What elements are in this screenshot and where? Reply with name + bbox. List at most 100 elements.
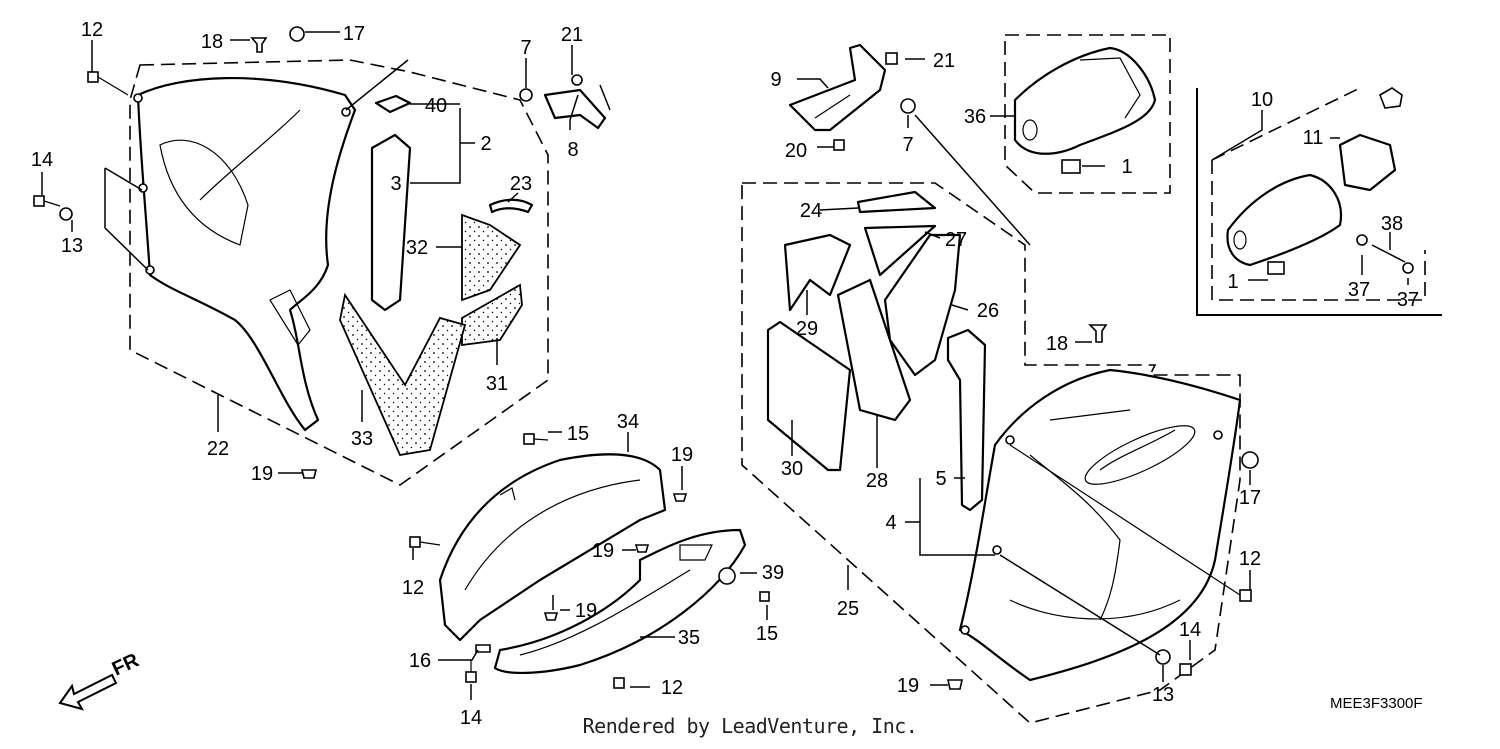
callout-12-center: 12 (402, 577, 424, 599)
part-7-grommet-left[interactable] (519, 88, 533, 102)
callout-19-bottom-right: 19 (897, 675, 919, 697)
callout-33: 33 (351, 428, 373, 450)
callout-5: 5 (935, 468, 946, 490)
part-36-outline (1004, 34, 1171, 194)
part-15-bolt-lower[interactable] (759, 591, 770, 602)
part-12-bolt-center[interactable] (409, 536, 441, 548)
part-10-outline (1211, 87, 1426, 301)
part-28-insulator[interactable] (836, 278, 912, 422)
part-14-bolt-left[interactable] (33, 195, 61, 207)
part-8-bracket[interactable] (543, 88, 607, 130)
callout-14-bottom: 14 (460, 707, 482, 729)
part-23-seal[interactable] (488, 198, 534, 214)
part-37-washer-right[interactable] (1402, 262, 1414, 274)
part-13-collar-right[interactable] (1155, 649, 1171, 665)
part-14-bolt-right[interactable] (1179, 663, 1192, 676)
callout-12: 12 (81, 19, 103, 41)
callout-22: 22 (207, 438, 229, 460)
callout-13-right: 13 (1152, 684, 1174, 706)
callout-24: 24 (800, 200, 822, 222)
callout-19-lower: 19 (575, 600, 597, 622)
part-40-pad[interactable] (374, 94, 412, 114)
part-32-insulator[interactable] (461, 213, 522, 302)
callout-9: 9 (770, 69, 781, 91)
right-middle-cowl[interactable] (958, 368, 1242, 682)
part-27-insulator[interactable] (863, 224, 937, 277)
callout-10: 10 (1251, 89, 1273, 111)
callout-15-lower: 15 (756, 623, 778, 645)
part-24-insulator[interactable] (856, 190, 937, 214)
front-direction-arrow: FR (58, 649, 143, 711)
part-37-washer-left[interactable] (1356, 234, 1368, 246)
callout-17: 17 (343, 23, 365, 45)
callout-14-right: 14 (1179, 619, 1201, 641)
part-19-clip-center[interactable] (634, 544, 650, 553)
part-21-bolt-right[interactable] (885, 52, 898, 65)
part-31-insulator[interactable] (461, 283, 523, 347)
callout-8: 8 (567, 139, 578, 161)
part-17-grommet-left[interactable] (289, 26, 305, 42)
part-10-pocket-assembly[interactable] (1226, 133, 1397, 267)
part-26-insulator[interactable] (883, 233, 962, 377)
callout-19-center: 19 (592, 540, 614, 562)
credit-text: Rendered by LeadVenture, Inc. (582, 714, 918, 738)
callout-34: 34 (617, 411, 639, 433)
callout-31: 31 (486, 373, 508, 395)
part-21-bolt-left[interactable] (571, 74, 583, 86)
assembly-outline-left (129, 59, 549, 486)
part-1-pad-lower[interactable] (1267, 261, 1285, 275)
callout-19-right: 19 (671, 444, 693, 466)
callout-37-left: 37 (1348, 279, 1370, 301)
part-15-bolt-upper[interactable] (523, 433, 549, 445)
part-7-grommet-right[interactable] (900, 98, 916, 114)
part-20-bolt[interactable] (833, 139, 845, 151)
assembly-outline-right (741, 182, 1241, 724)
callout-21-right: 21 (933, 50, 955, 72)
fr-label: FR (109, 649, 143, 680)
callout-26: 26 (977, 300, 999, 322)
part-19-clip-right-upper[interactable] (672, 493, 688, 502)
part-19-clip-left[interactable] (300, 469, 318, 479)
callout-21: 21 (561, 24, 583, 46)
part-9-bracket[interactable] (788, 43, 887, 132)
part-19-clip-bottom-right[interactable] (947, 679, 963, 690)
part-1-pad-upper[interactable] (1061, 159, 1081, 174)
part-19-clip-lower[interactable] (543, 612, 559, 621)
part-12-bolt-left[interactable] (87, 71, 129, 96)
part-34-under-cowl[interactable] (438, 453, 667, 642)
part-12-bolt-bottom[interactable] (613, 677, 625, 689)
callout-12-right: 12 (1239, 548, 1261, 570)
callout-27: 27 (945, 229, 967, 251)
callout-39: 39 (762, 562, 784, 584)
part-36-pocket[interactable] (1013, 46, 1157, 155)
part-18-clip-left[interactable] (250, 37, 268, 53)
callout-11: 11 (1303, 127, 1324, 149)
part-17-grommet-right[interactable] (1241, 451, 1259, 469)
left-middle-cowl[interactable] (133, 76, 357, 432)
part-12-bolt-right[interactable] (1009, 444, 1252, 602)
part-16-clip[interactable] (475, 644, 491, 653)
callout-20: 20 (785, 140, 807, 162)
callout-12-bottom: 12 (661, 677, 683, 699)
part-39-grommet[interactable] (718, 567, 736, 585)
part-13-collar-left[interactable] (59, 207, 73, 221)
part-35-under-cowl[interactable] (493, 528, 747, 674)
part-3-spacer[interactable] (370, 133, 412, 312)
part-29-insulator[interactable] (783, 233, 852, 312)
part-30-insulator[interactable] (766, 320, 852, 472)
part-5-spacer[interactable] (946, 328, 987, 512)
callout-1: 1 (1121, 156, 1132, 178)
callout-17-right: 17 (1239, 487, 1261, 509)
part-33-insulator[interactable] (339, 292, 467, 457)
callout-15: 15 (567, 423, 589, 445)
part-38-screw[interactable] (1371, 244, 1406, 263)
callout-40: 40 (425, 95, 447, 117)
callout-36: 36 (964, 106, 986, 128)
part-11-cap[interactable] (1379, 87, 1403, 109)
callout-23: 23 (510, 173, 532, 195)
callout-4: 4 (885, 512, 896, 534)
part-14-bolt-bottom[interactable] (465, 660, 477, 683)
part-18-clip-right[interactable] (1088, 324, 1108, 343)
callout-14: 14 (31, 149, 53, 171)
